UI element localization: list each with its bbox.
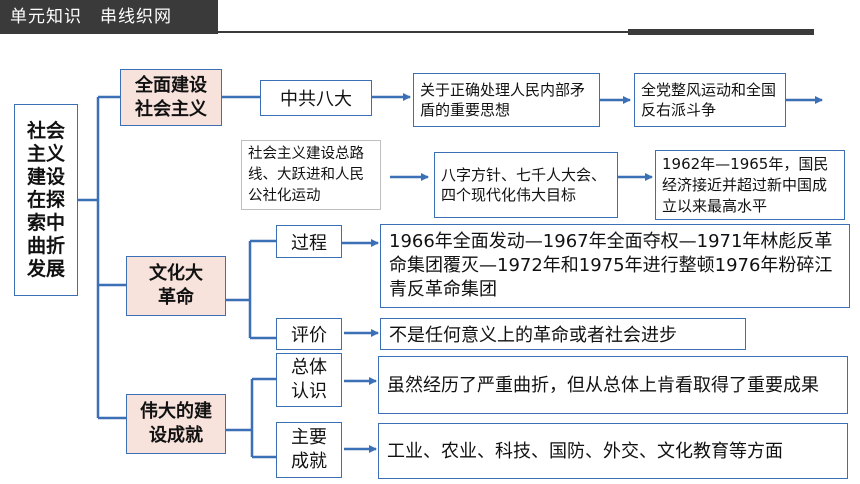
node-evaluation-detail: 不是任何意义上的革命或者社会进步: [380, 318, 746, 350]
branch-cultural-revolution: 文化大革命: [126, 256, 226, 316]
node-main-achievements-detail: 工业、农业、科技、国防、外交、文化教育等方面: [378, 423, 848, 479]
label-main-achievements: 主要成就: [276, 422, 342, 478]
root-node: 社会主义建设在探索中曲折发展: [14, 104, 78, 296]
node-process-detail: 1966年全面发动—1967年全面夺权—1971年林彪反革命集团覆灭—1972年…: [380, 224, 850, 308]
header-title: 单元知识 串线织网: [0, 0, 218, 34]
node-internal-contradictions: 关于正确处理人民内部矛盾的重要思想: [413, 73, 600, 127]
node-8th-congress: 中共八大: [260, 80, 372, 116]
branch-comprehensive-construction: 全面建设社会主义: [120, 69, 222, 126]
branch-construction-achievements: 伟大的建设成就: [126, 394, 226, 454]
node-rectification: 全党整风运动和全国反右派斗争: [634, 73, 786, 127]
label-overall-view: 总体认识: [276, 353, 342, 407]
header-accent-bar: [628, 29, 814, 35]
node-economy-recovery: 1962年—1965年，国民经济接近并超过新中国成立以来最高水平: [655, 150, 845, 220]
label-evaluation: 评价: [276, 318, 342, 350]
node-overall-view-detail: 虽然经历了严重曲折，但从总体上肯看取得了重要成果: [378, 356, 848, 414]
node-general-line: 社会主义建设总路线、大跃进和人民公社化运动: [241, 140, 381, 210]
node-eight-character-policy: 八字方针、七千人大会、四个现代化伟大目标: [434, 152, 618, 218]
label-process: 过程: [276, 225, 342, 258]
header-underline: [218, 31, 814, 33]
